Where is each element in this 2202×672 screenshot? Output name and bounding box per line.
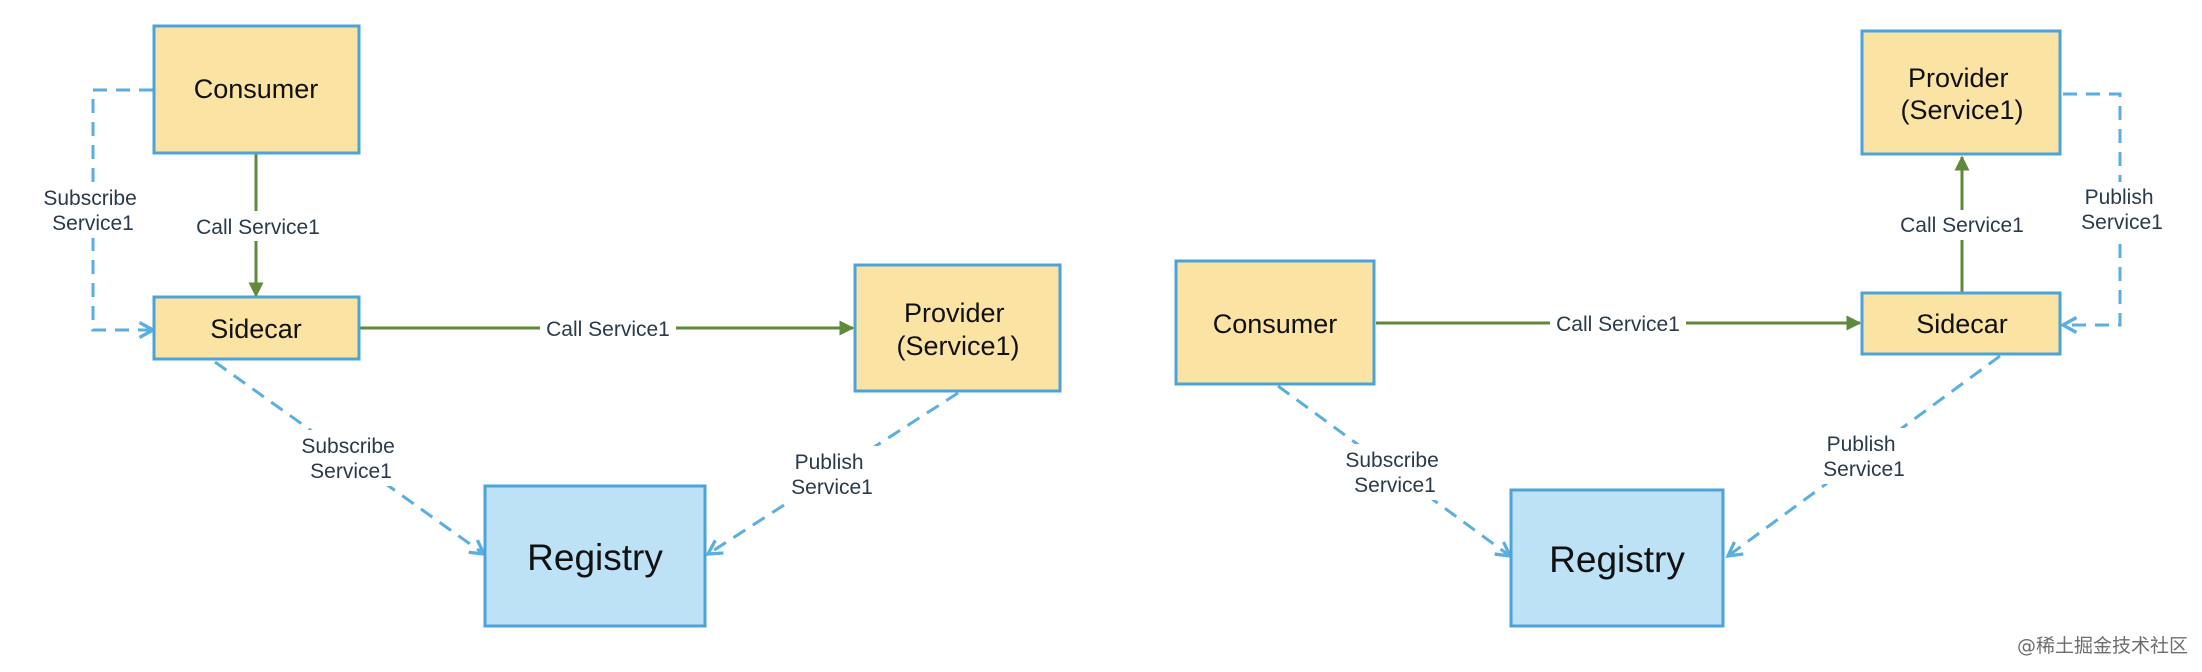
right-registry-node: Registry <box>1509 488 1725 628</box>
left-consumer-subscribe-edge <box>91 88 153 330</box>
right-sidecar-node: Sidecar <box>1860 291 2062 356</box>
right-registry-label: Registry <box>1549 539 1685 580</box>
right-sidecar-publish-label: Publish Service1 <box>1823 433 1905 481</box>
right-sidecar-to-provider-label: Call Service1 <box>1900 214 2024 237</box>
left-sidecar-subscribe-label: Subscribe Service1 <box>301 435 400 483</box>
right-consumer-node: Consumer <box>1174 259 1376 386</box>
right-provider-publish-label: Publish Service1 <box>2081 186 2163 234</box>
left-diagram: Call Service1 Call Service1 Subscribe Se… <box>40 24 1062 628</box>
left-provider-label: Provider (Service1) <box>896 298 1019 361</box>
right-provider-label: Provider (Service1) <box>1900 63 2023 125</box>
left-provider-node: Provider (Service1) <box>853 263 1062 393</box>
right-consumer-label: Consumer <box>1213 309 1338 339</box>
right-sidecar-label: Sidecar <box>1916 309 2008 339</box>
left-provider-publish-label: Publish Service1 <box>791 451 873 499</box>
left-sidecar-to-provider-label: Call Service1 <box>546 318 670 341</box>
right-consumer-to-sidecar-label: Call Service1 <box>1556 313 1680 336</box>
left-registry-label: Registry <box>527 537 663 578</box>
right-provider-node: Provider (Service1) <box>1860 29 2062 156</box>
left-consumer-to-sidecar-label: Call Service1 <box>196 216 320 239</box>
left-consumer-subscribe-label: Subscribe Service1 <box>43 187 142 235</box>
right-diagram: Call Service1 Call Service1 Publish Serv… <box>1174 29 2168 628</box>
left-sidecar-label: Sidecar <box>210 314 302 344</box>
left-registry-node: Registry <box>483 484 707 628</box>
left-consumer-label: Consumer <box>194 74 319 104</box>
left-consumer-node: Consumer <box>152 24 361 155</box>
right-consumer-subscribe-label: Subscribe Service1 <box>1345 449 1444 497</box>
left-sidecar-node: Sidecar <box>152 295 361 361</box>
watermark-text: @稀土掘金技术社区 <box>2016 635 2188 657</box>
